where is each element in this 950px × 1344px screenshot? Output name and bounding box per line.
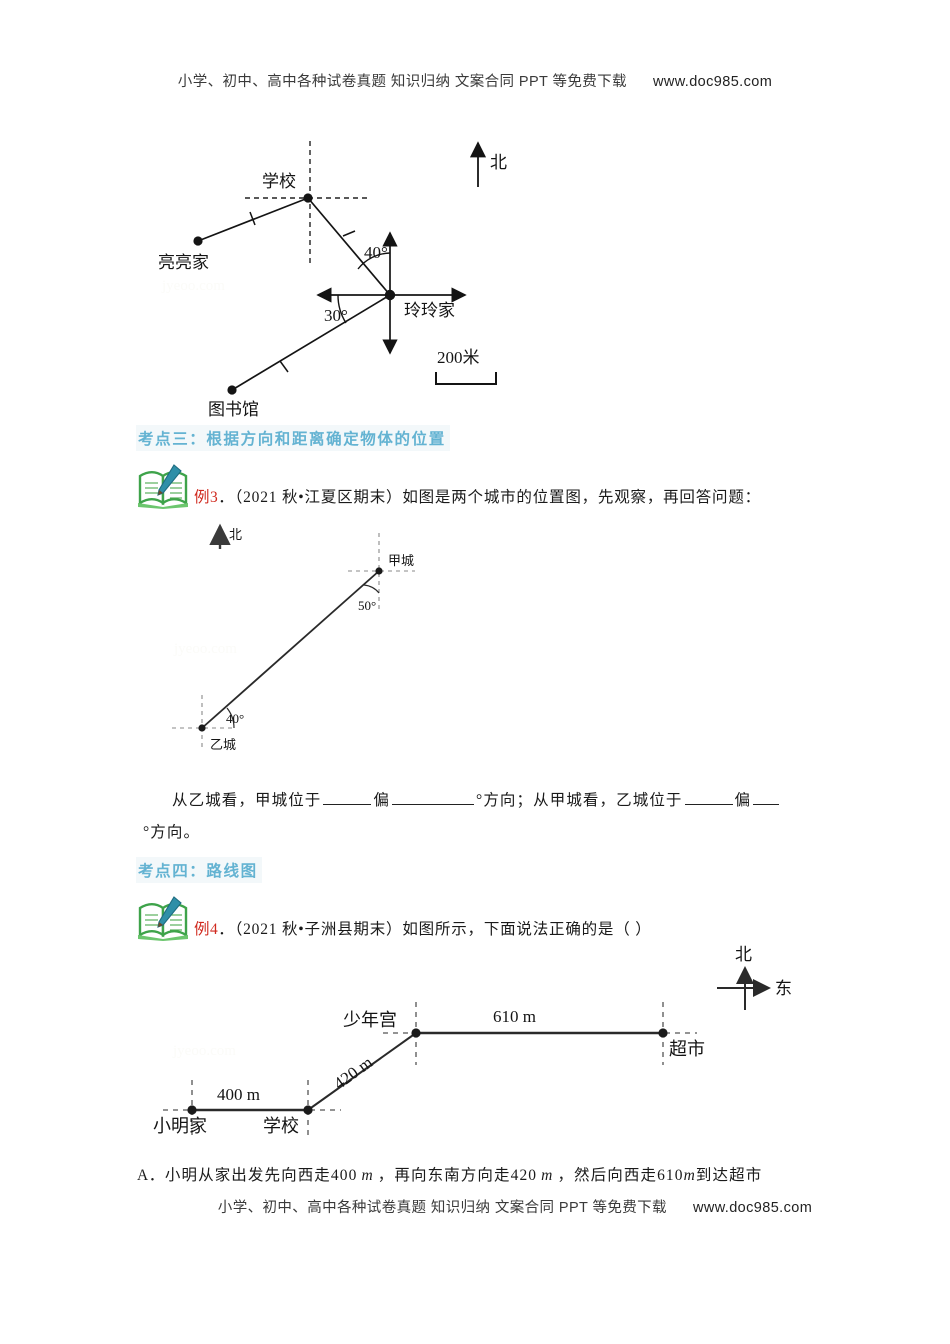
- example-3-label: 例3: [194, 489, 219, 506]
- figure2-svg: jyeoo.com 北 甲城 乙城 50° 40°: [172, 523, 415, 752]
- figure2-city-b-label: 乙城: [210, 737, 236, 752]
- figure2-city-a-label: 甲城: [388, 553, 414, 568]
- option-a-t4: 到达超市: [695, 1167, 763, 1184]
- example-4-row: 例4．（2021 秋•子洲县期末）如图所示，下面说法正确的是（ ）: [136, 895, 836, 941]
- point-supermarket: [658, 1028, 668, 1038]
- figure2-angle-40-label: 40°: [226, 711, 244, 726]
- option-a-letter: A．: [137, 1167, 165, 1184]
- figure1-north-label: 北: [490, 153, 507, 172]
- figure1-svg: jyeoo.com 北: [158, 141, 507, 419]
- figure3-north-label: 北: [735, 945, 752, 964]
- figure3-school-label: 学校: [263, 1116, 299, 1136]
- figure-two-cities-map: jyeoo.com 北 甲城 乙城 50° 40°: [160, 523, 490, 768]
- figure-route-map: jyeoo.com 北 东: [145, 940, 825, 1155]
- figure1-angle-40-label: 40°: [364, 243, 388, 262]
- option-a-u2: m: [541, 1167, 554, 1184]
- book-pencil-icon: [136, 463, 192, 509]
- pencil-icon: [157, 896, 182, 928]
- figure3-home-label: 小明家: [153, 1116, 207, 1136]
- q3-text-c: °方向；从甲城看，乙城位于: [476, 792, 683, 809]
- figure3-dist-3-label: 610 m: [493, 1007, 536, 1026]
- question-3-line-2: °方向。: [143, 824, 201, 841]
- figure1-scale-label: 200米: [437, 348, 480, 367]
- q3-text-b: 偏: [373, 792, 391, 809]
- option-a-t3: ，然后向西走: [557, 1167, 658, 1184]
- q3-text-d: 偏: [734, 792, 752, 809]
- promo-url: www.doc985.com: [652, 74, 773, 90]
- figure3-svg: jyeoo.com 北 东: [153, 945, 792, 1138]
- option-a-t1: 小明从家出发先向西走: [164, 1167, 331, 1184]
- point-city-a: [375, 567, 383, 575]
- promo-banner-bottom: 小学、初中、高中各种试卷真题 知识归纳 文案合同 PPT 等免费下载 www.do…: [0, 1196, 950, 1217]
- point-home: [187, 1105, 197, 1115]
- point-city-b: [198, 724, 206, 732]
- figure3-youth-palace-label: 少年宫: [343, 1010, 397, 1030]
- option-a-n1: 400: [330, 1167, 358, 1184]
- q3-blank-1[interactable]: [323, 789, 372, 805]
- q3-blank-4[interactable]: [753, 789, 780, 805]
- figure3-dist-2-label: 420 m: [330, 1053, 376, 1094]
- figure1-school-label: 学校: [262, 172, 296, 191]
- figure3-supermarket-label: 超市: [669, 1039, 705, 1059]
- point-liangliang-home: [193, 236, 203, 246]
- promo-text: 小学、初中、高中各种试卷真题 知识归纳 文案合同 PPT 等免费下载: [217, 1200, 667, 1216]
- watermark: jyeoo.com: [161, 278, 225, 294]
- example-3-row: 例3．（2021 秋•江夏区期末）如图是两个城市的位置图，先观察，再回答问题：: [136, 463, 836, 509]
- example-4-caption: 例4．（2021 秋•子洲县期末）如图所示，下面说法正确的是（ ）: [194, 919, 652, 941]
- q3-blank-3[interactable]: [684, 789, 733, 805]
- promo-banner-top: 小学、初中、高中各种试卷真题 知识归纳 文案合同 PPT 等免费下载 www.do…: [0, 70, 950, 91]
- figure3-dist-1-label: 400 m: [217, 1085, 260, 1104]
- option-a-n2: 420: [510, 1167, 538, 1184]
- point-school: [303, 1105, 313, 1115]
- figure1-linglin-label: 玲玲家: [404, 301, 455, 320]
- figure1-liangliang-label: 亮亮家: [158, 253, 209, 272]
- section-heading-4: 考点四：路线图: [136, 857, 262, 883]
- example-3-text: ．（2021 秋•江夏区期末）如图是两个城市的位置图，先观察，再回答问题：: [218, 489, 761, 506]
- example-4-label: 例4: [194, 921, 219, 938]
- pencil-icon: [157, 464, 182, 496]
- point-youth-palace: [411, 1028, 421, 1038]
- figure1-library-label: 图书馆: [208, 400, 259, 419]
- watermark: jyeoo.com: [173, 641, 237, 657]
- watermark: jyeoo.com: [172, 1043, 236, 1059]
- option-a-n3: 610: [657, 1167, 684, 1184]
- book-pencil-icon: [136, 895, 192, 941]
- example-4-text: ．（2021 秋•子洲县期末）如图所示，下面说法正确的是（ ）: [218, 921, 652, 938]
- section-heading-3: 考点三：根据方向和距离确定物体的位置: [136, 425, 450, 451]
- figure3-east-label: 东: [775, 979, 792, 998]
- figure1-angle-30-label: 30°: [324, 306, 348, 325]
- point-library: [227, 385, 237, 395]
- option-a-u3: m: [683, 1167, 696, 1184]
- example-3-caption: 例3．（2021 秋•江夏区期末）如图是两个城市的位置图，先观察，再回答问题：: [194, 487, 761, 509]
- promo-url: www.doc985.com: [692, 1200, 813, 1216]
- promo-text: 小学、初中、高中各种试卷真题 知识归纳 文案合同 PPT 等免费下载: [177, 74, 627, 90]
- figure2-angle-50-label: 50°: [358, 598, 376, 613]
- q3-text-a: 从乙城看，甲城位于: [172, 792, 322, 809]
- option-a-u1: m: [361, 1167, 374, 1184]
- figure-position-map-linglin: jyeoo.com 北: [140, 125, 700, 419]
- question-3-line-1: 从乙城看，甲城位于 偏 °方向；从甲城看，乙城位于 偏: [172, 788, 781, 810]
- q3-blank-2[interactable]: [392, 789, 475, 805]
- option-a-t2: ，再向东南方向走: [377, 1167, 511, 1184]
- point-linglin-home: [384, 289, 396, 301]
- figure2-north-label: 北: [229, 527, 242, 542]
- point-school: [303, 193, 313, 203]
